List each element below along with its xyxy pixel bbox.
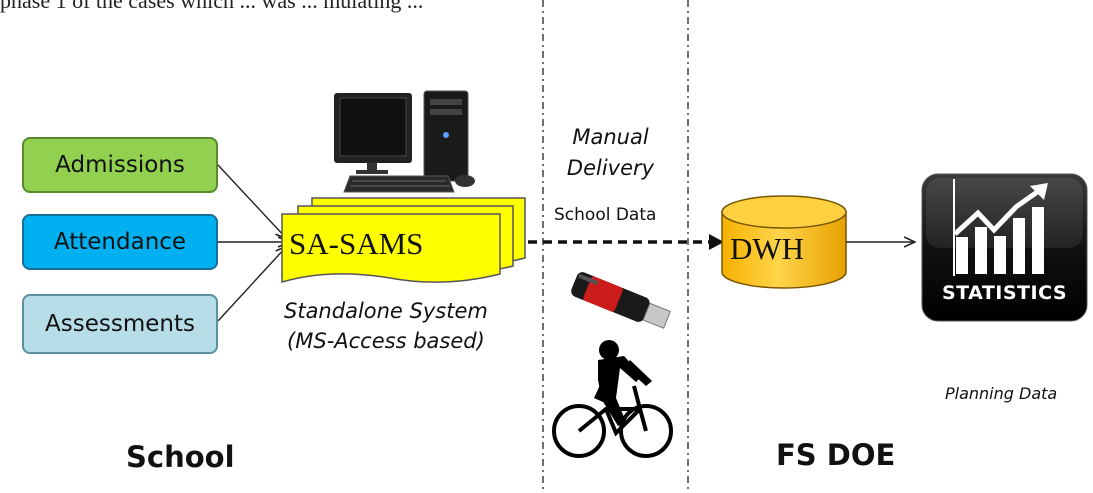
manual-delivery-line1: Manual <box>572 125 649 149</box>
arrow-admissions <box>217 164 286 238</box>
usb-stick-icon <box>571 272 671 329</box>
arrow-assessments <box>217 247 286 322</box>
header-partial-text: phase 1 of the cases which ... was ... m… <box>0 0 424 13</box>
assessments-label: Assessments <box>45 311 195 337</box>
dwh-cylinder <box>721 195 847 289</box>
zone-school-label: School <box>126 440 235 474</box>
cyclist-icon <box>552 385 673 458</box>
standalone-caption-line2: (MS-Access based) <box>287 329 485 353</box>
zone-fsdoe-label: FS DOE <box>776 438 896 472</box>
standalone-caption-line1: Standalone System <box>284 299 488 323</box>
computer-icon <box>334 90 475 193</box>
manual-delivery-line2: Delivery <box>566 156 655 180</box>
statistics-icon <box>921 173 1088 322</box>
manual-delivery-caption: Manual Delivery <box>553 122 668 184</box>
standalone-caption: Standalone System (MS-Access based) <box>284 296 488 356</box>
sa-sams-label: SA-SAMS <box>289 226 424 261</box>
attendance-label: Attendance <box>53 229 187 255</box>
dwh-label: DWH <box>730 231 805 266</box>
assessments-box: Assessments <box>22 294 218 354</box>
school-data-label: School Data <box>554 205 657 225</box>
cyclist-body <box>594 340 652 426</box>
attendance-box: Attendance <box>22 214 218 270</box>
admissions-label: Admissions <box>55 152 185 178</box>
statistics-text: STATISTICS <box>941 282 1068 304</box>
admissions-box: Admissions <box>22 137 218 193</box>
planning-data-label: Planning Data <box>945 384 1058 403</box>
sa-sams-documents <box>281 197 526 283</box>
